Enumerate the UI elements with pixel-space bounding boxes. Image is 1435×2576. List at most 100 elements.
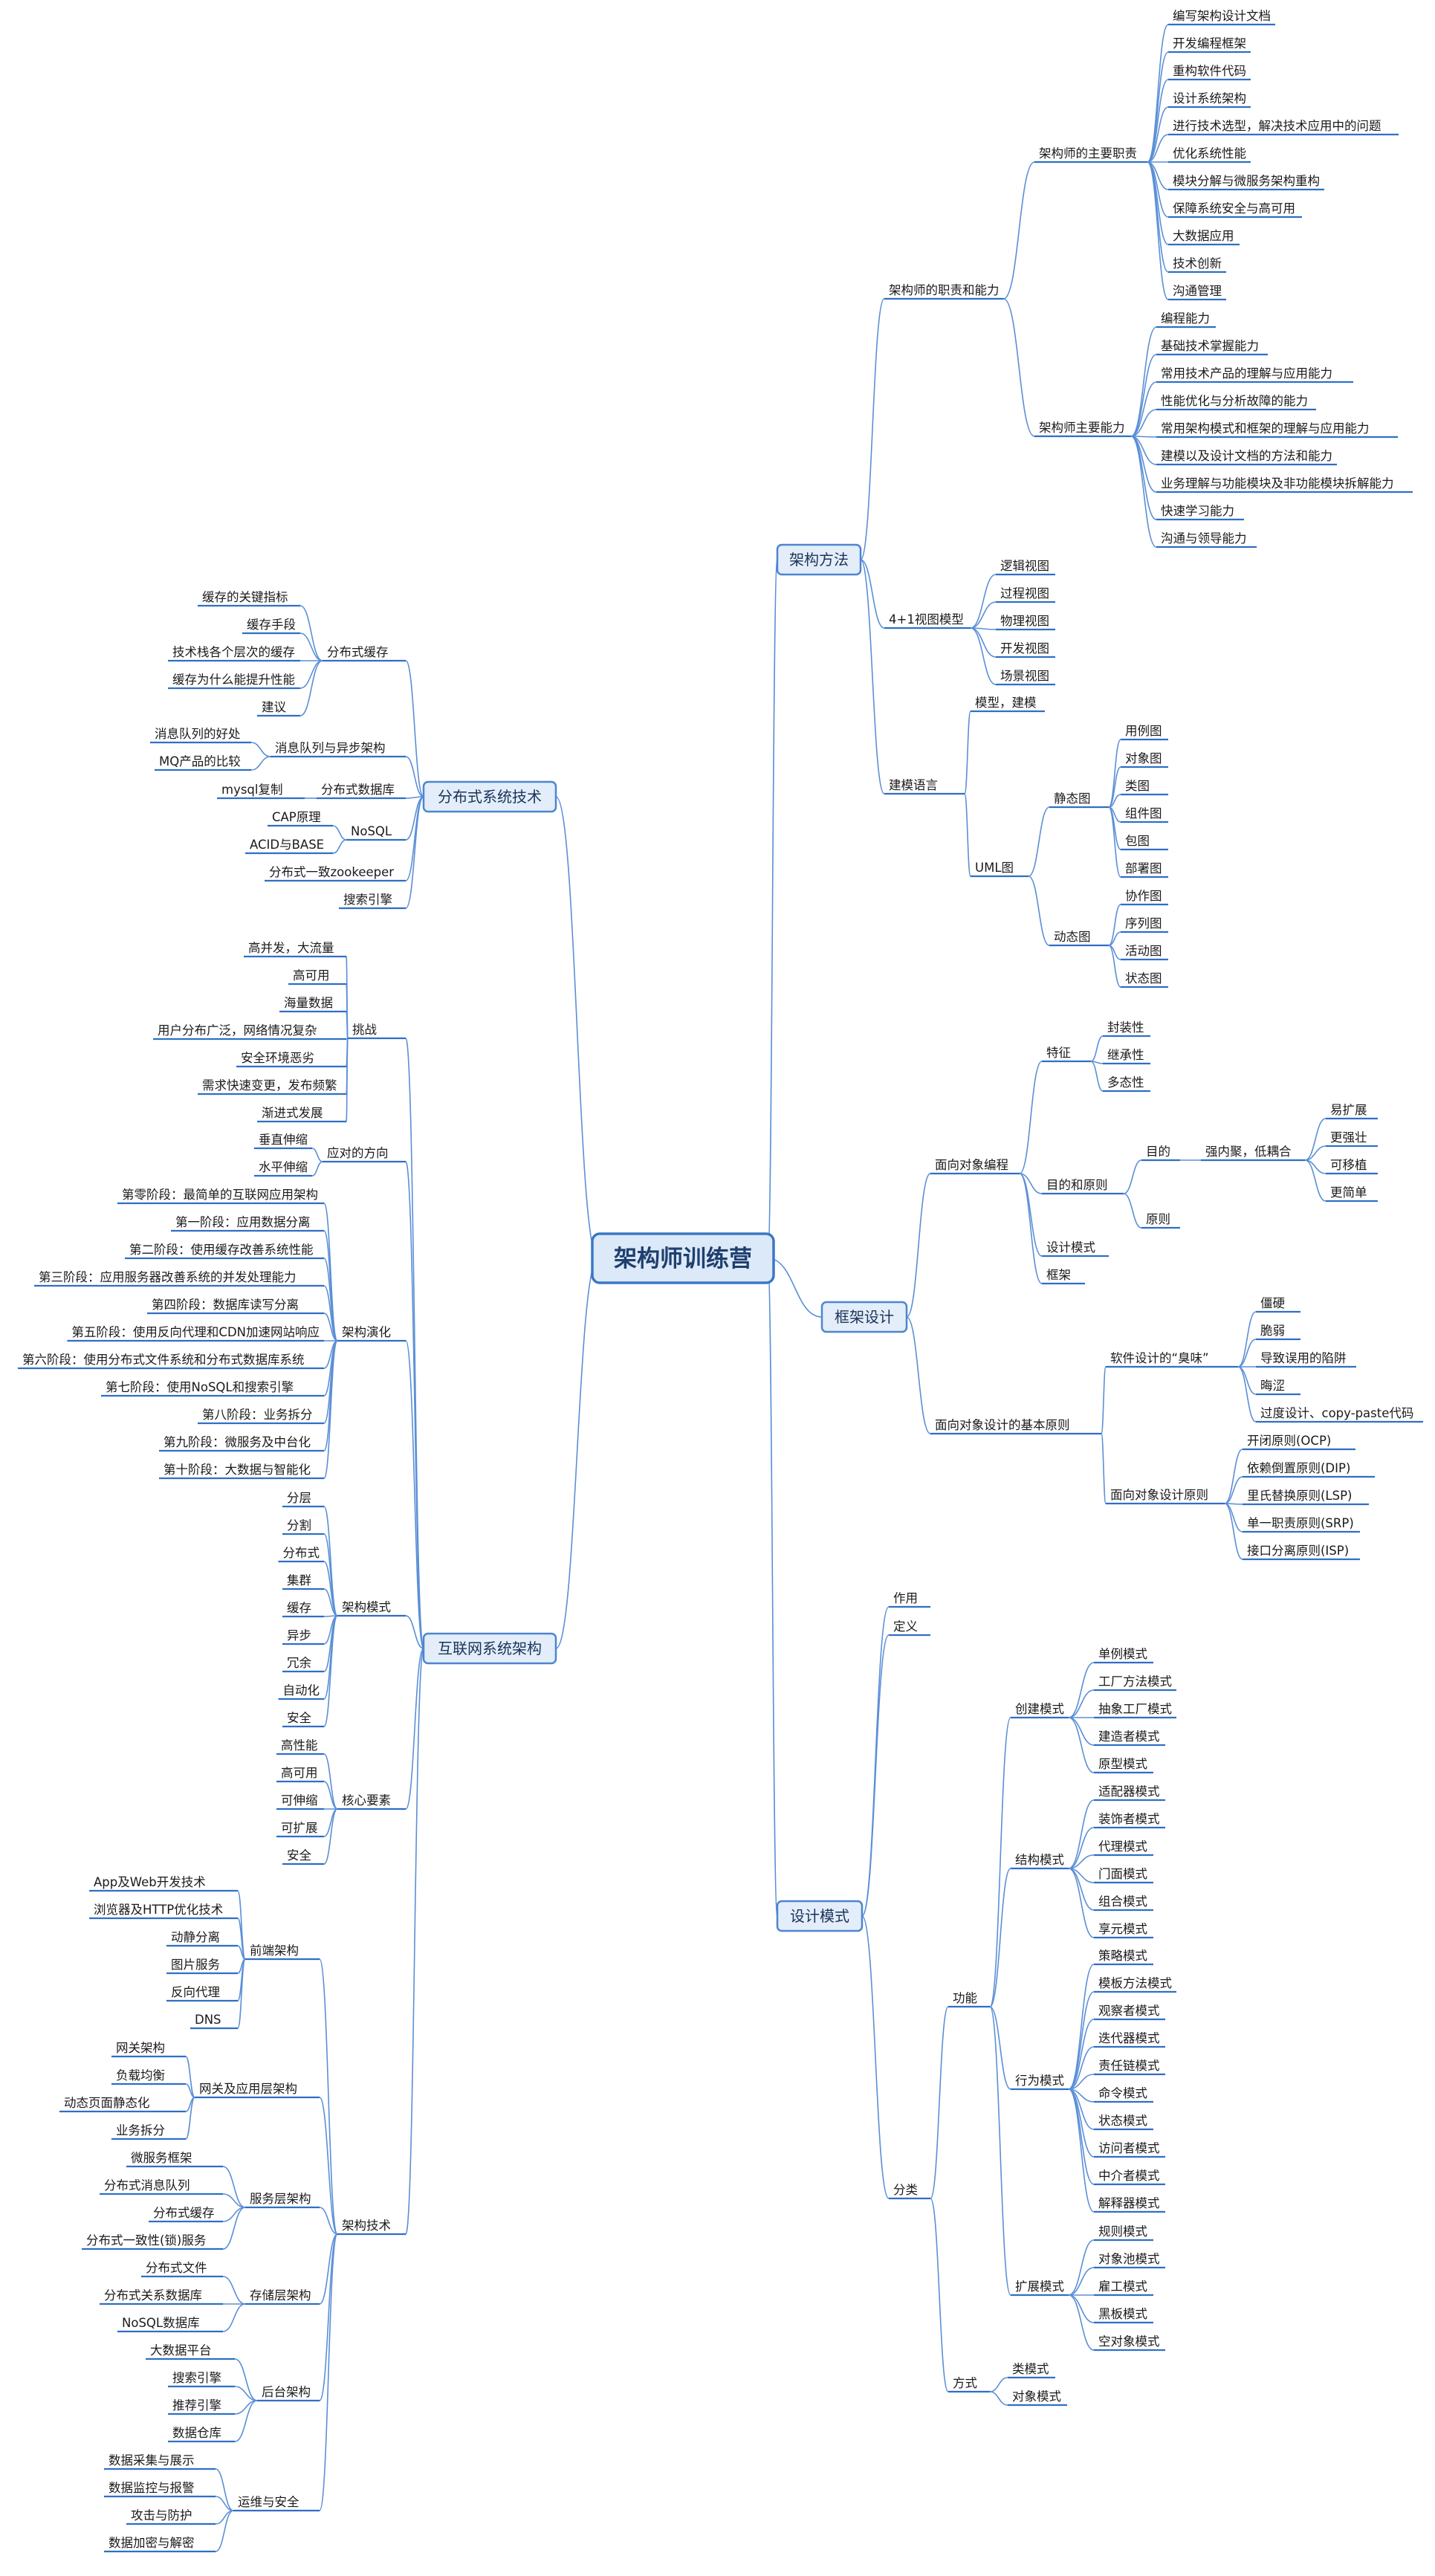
topic-node[interactable]: 分布式一致zookeeper <box>265 865 406 882</box>
topic-node[interactable]: 分布式关系数据库 <box>100 2288 223 2305</box>
topic-node[interactable]: 雇工模式 <box>1094 2279 1153 2297</box>
main-topic[interactable]: 分布式系统技术 <box>422 780 557 813</box>
topic-node[interactable]: UML图 <box>971 861 1029 878</box>
topic-node[interactable]: 架构师主要能力 <box>1034 421 1131 438</box>
topic-node[interactable]: 架构技术 <box>337 2219 406 2236</box>
topic-node[interactable]: mysql复制 <box>217 783 305 800</box>
topic-node[interactable]: 更强壮 <box>1326 1130 1378 1148</box>
topic-node[interactable]: 中介者模式 <box>1094 2169 1165 2186</box>
topic-node[interactable]: 搜索引擎 <box>339 893 406 910</box>
topic-node[interactable]: 晦涩 <box>1256 1379 1300 1396</box>
topic-node[interactable]: 活动图 <box>1121 944 1168 961</box>
topic-node[interactable]: 高性能 <box>276 1738 324 1755</box>
topic-node[interactable]: 装饰者模式 <box>1094 1812 1165 1829</box>
topic-node[interactable]: 组合模式 <box>1094 1894 1153 1912</box>
topic-node[interactable]: 可伸缩 <box>276 1793 324 1810</box>
topic-node[interactable]: 动态页面静态化 <box>59 2096 186 2113</box>
topic-node[interactable]: 运维与安全 <box>233 2495 320 2512</box>
topic-node[interactable]: 部署图 <box>1121 861 1168 878</box>
topic-node[interactable]: 强内聚，低耦合 <box>1201 1145 1305 1162</box>
topic-node[interactable]: 方式 <box>948 2376 990 2393</box>
topic-node[interactable]: 前端架构 <box>245 1944 320 1961</box>
topic-node[interactable]: 4+1视图模型 <box>884 612 971 630</box>
topic-node[interactable]: 面向对象设计的基本原则 <box>930 1418 1101 1435</box>
topic-node[interactable]: 单一职责原则(SRP) <box>1243 1516 1360 1533</box>
topic-node[interactable]: 建造者模式 <box>1094 1729 1165 1747</box>
topic-node[interactable]: 原型模式 <box>1094 1757 1153 1774</box>
topic-node[interactable]: 数据加密与解密 <box>104 2536 216 2553</box>
topic-node[interactable]: 目的 <box>1141 1145 1180 1162</box>
topic-node[interactable]: App及Web开发技术 <box>89 1875 238 1892</box>
topic-node[interactable]: 模型，建模 <box>971 696 1045 713</box>
topic-node[interactable]: 模块分解与微服务架构重构 <box>1168 174 1324 191</box>
topic-node[interactable]: 软件设计的“臭味” <box>1106 1351 1238 1368</box>
topic-node[interactable]: 第七阶段：使用NoSQL和搜索引擎 <box>101 1380 324 1397</box>
topic-node[interactable]: 开发视图 <box>996 641 1055 658</box>
topic-node[interactable]: 分割 <box>282 1518 324 1535</box>
topic-node[interactable]: 优化系统性能 <box>1168 146 1251 164</box>
topic-node[interactable]: 框架 <box>1042 1268 1085 1285</box>
topic-node[interactable]: 搜索引擎 <box>168 2371 235 2388</box>
topic-node[interactable]: 类模式 <box>1008 2362 1055 2379</box>
topic-node[interactable]: 分类 <box>889 2183 930 2200</box>
topic-node[interactable]: 第三阶段：应用服务器改善系统的并发处理能力 <box>34 1270 324 1287</box>
topic-node[interactable]: 继承性 <box>1103 1048 1150 1065</box>
topic-node[interactable]: DNS <box>190 2013 238 2030</box>
topic-node[interactable]: 第六阶段：使用分布式文件系统和分布式数据库系统 <box>18 1353 324 1370</box>
topic-node[interactable]: 挑战 <box>348 1023 406 1040</box>
topic-node[interactable]: CAP原理 <box>268 810 333 827</box>
topic-node[interactable]: 编程能力 <box>1156 311 1216 329</box>
topic-node[interactable]: 用户分布广泛，网络情况复杂 <box>153 1023 346 1041</box>
topic-node[interactable]: 策略模式 <box>1094 1949 1153 1966</box>
topic-node[interactable]: 核心要素 <box>337 1793 406 1810</box>
topic-node[interactable]: 图片服务 <box>166 1958 238 1975</box>
topic-node[interactable]: 第零阶段：最简单的互联网应用架构 <box>117 1188 324 1205</box>
topic-node[interactable]: 代理模式 <box>1094 1839 1153 1857</box>
topic-node[interactable]: 易扩展 <box>1326 1103 1378 1120</box>
topic-node[interactable]: 静态图 <box>1049 792 1109 809</box>
topic-node[interactable]: 安全 <box>282 1848 324 1865</box>
topic-node[interactable]: 过程视图 <box>996 586 1055 603</box>
topic-node[interactable]: 开闭原则(OCP) <box>1243 1434 1355 1451</box>
topic-node[interactable]: 场景视图 <box>996 669 1055 686</box>
topic-node[interactable]: 脆弱 <box>1256 1324 1300 1341</box>
topic-node[interactable]: 对象池模式 <box>1094 2252 1165 2269</box>
topic-node[interactable]: 第八阶段：业务拆分 <box>198 1408 324 1425</box>
topic-node[interactable]: 负载均衡 <box>111 2068 186 2085</box>
topic-node[interactable]: 用例图 <box>1121 724 1168 741</box>
topic-node[interactable]: 缓存手段 <box>242 618 300 635</box>
topic-node[interactable]: 行为模式 <box>1011 2074 1069 2091</box>
topic-node[interactable]: 抽象工厂模式 <box>1094 1702 1176 1719</box>
topic-node[interactable]: 状态模式 <box>1094 2114 1153 2131</box>
topic-node[interactable]: 高可用 <box>276 1766 324 1783</box>
topic-node[interactable]: 浏览器及HTTP优化技术 <box>89 1903 238 1920</box>
topic-node[interactable]: 推荐引擎 <box>168 2398 235 2415</box>
topic-node[interactable]: 分布式数据库 <box>317 783 406 800</box>
topic-node[interactable]: 需求快速变更，发布频繁 <box>198 1078 346 1096</box>
topic-node[interactable]: 攻击与防护 <box>126 2508 216 2525</box>
topic-node[interactable]: 迭代器模式 <box>1094 2031 1165 2048</box>
topic-node[interactable]: 规则模式 <box>1094 2224 1153 2242</box>
topic-node[interactable]: 第五阶段：使用反向代理和CDN加速网站响应 <box>67 1325 324 1342</box>
topic-node[interactable]: 逻辑视图 <box>996 559 1055 576</box>
topic-node[interactable]: MQ产品的比较 <box>155 754 251 771</box>
topic-node[interactable]: 组件图 <box>1121 806 1168 823</box>
topic-node[interactable]: 扩展模式 <box>1011 2279 1069 2297</box>
topic-node[interactable]: 第十阶段：大数据与智能化 <box>159 1463 324 1480</box>
topic-node[interactable]: 可扩展 <box>276 1821 324 1838</box>
topic-node[interactable]: NoSQL数据库 <box>117 2316 223 2333</box>
topic-node[interactable]: 第四阶段：数据库读写分离 <box>147 1298 324 1315</box>
topic-node[interactable]: 对象图 <box>1121 751 1168 768</box>
main-topic[interactable]: 框架设计 <box>820 1301 908 1333</box>
topic-node[interactable]: 设计模式 <box>1042 1240 1109 1258</box>
topic-node[interactable]: 缓存为什么能提升性能 <box>168 673 300 690</box>
topic-node[interactable]: 第二阶段：使用缓存改善系统性能 <box>125 1243 324 1260</box>
topic-node[interactable]: 建模以及设计文档的方法和能力 <box>1156 449 1337 466</box>
topic-node[interactable]: 动静分离 <box>166 1930 238 1947</box>
topic-node[interactable]: 类图 <box>1121 779 1168 796</box>
main-topic[interactable]: 互联网系统架构 <box>422 1632 557 1665</box>
topic-node[interactable]: 创建模式 <box>1011 1702 1069 1719</box>
topic-node[interactable]: 导致误用的陷阱 <box>1256 1351 1356 1368</box>
topic-node[interactable]: 结构模式 <box>1011 1853 1069 1870</box>
topic-node[interactable]: 技术栈各个层次的缓存 <box>168 645 300 662</box>
